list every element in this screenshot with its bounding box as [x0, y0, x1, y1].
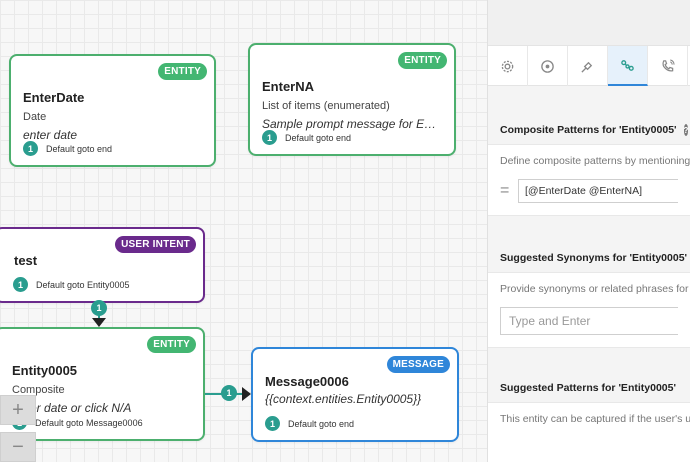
- tab-voice[interactable]: [648, 46, 688, 86]
- default-goto[interactable]: Default goto end: [285, 132, 352, 143]
- node-prompt: enter date: [23, 128, 78, 142]
- properties-panel: Composite Patterns for 'Entity0005' ? De…: [487, 0, 690, 462]
- node-type: Composite: [12, 384, 65, 396]
- zoom-out-button[interactable]: −: [0, 432, 36, 462]
- connector-badge[interactable]: 1: [221, 385, 237, 401]
- tab-settings[interactable]: [488, 46, 528, 86]
- pattern-row: = [@EnterDate @EnterNA]: [500, 179, 678, 203]
- node-prompt: {{context.entities.Entity0005}}: [265, 392, 422, 406]
- node-footer: 1 Default goto Entity0005: [13, 277, 130, 292]
- suggested-patterns-title: Suggested Patterns for 'Entity0005': [488, 374, 690, 402]
- default-goto[interactable]: Default goto Message0006: [35, 417, 143, 428]
- node-title: Message0006: [265, 374, 349, 389]
- panel-tabs: [488, 46, 690, 86]
- arrow-down-icon: [92, 318, 106, 327]
- node-type: Date: [23, 111, 47, 123]
- node-title: test: [14, 253, 38, 268]
- node-footer: 1 Default goto end: [265, 416, 354, 431]
- composite-pattern-input[interactable]: [@EnterDate @EnterNA]: [518, 179, 678, 203]
- phone-icon: [662, 58, 675, 71]
- composite-patterns-section: Define composite patterns by mentioning …: [488, 144, 690, 216]
- suggested-synonyms-section: Provide synonyms or related phrases for …: [488, 272, 690, 348]
- node-message0006[interactable]: MESSAGE Message0006 {{context.entities.E…: [251, 347, 459, 442]
- transition-number: 1: [13, 277, 28, 292]
- entity-badge: ENTITY: [158, 63, 207, 80]
- node-enterdate[interactable]: ENTITY EnterDate Date enter date 1 Defau…: [9, 54, 216, 167]
- panel-spacer: [488, 348, 690, 374]
- node-title: Entity0005: [12, 363, 78, 378]
- node-test-intent[interactable]: USER INTENT test 1 Default goto Entity00…: [0, 227, 205, 303]
- share-nodes-icon: [621, 59, 634, 71]
- node-type: List of items (enumerated): [262, 100, 390, 112]
- user-intent-badge: USER INTENT: [115, 236, 196, 253]
- tab-connections[interactable]: [568, 46, 608, 86]
- message-badge: MESSAGE: [386, 356, 450, 373]
- default-goto[interactable]: Default goto end: [288, 418, 355, 429]
- node-title: EnterNA: [262, 79, 315, 94]
- plug-icon: [581, 61, 593, 73]
- tab-record[interactable]: [528, 46, 568, 86]
- node-prompt: Sample prompt message for Enti...: [262, 117, 442, 131]
- default-goto[interactable]: Default goto end: [46, 143, 113, 154]
- node-footer: 1 Default goto end: [262, 130, 351, 145]
- record-icon: [541, 59, 554, 73]
- transition-number: 1: [265, 416, 280, 431]
- help-icon[interactable]: ?: [683, 124, 689, 136]
- node-title: EnterDate: [23, 90, 85, 105]
- transition-number: 1: [262, 130, 277, 145]
- arrow-right-icon: [242, 387, 251, 401]
- entity-badge: ENTITY: [147, 336, 196, 353]
- panel-spacer: [488, 86, 690, 116]
- suggested-synonyms-title: Suggested Synonyms for 'Entity0005': [488, 244, 690, 272]
- tab-composite[interactable]: [608, 46, 648, 86]
- section-title-text: Composite Patterns for 'Entity0005': [500, 124, 677, 136]
- suggested-patterns-section: This entity can be captured if the user'…: [488, 402, 690, 462]
- panel-header: [488, 0, 690, 46]
- transition-number: 1: [23, 141, 38, 156]
- node-enterna[interactable]: ENTITY EnterNA List of items (enumerated…: [248, 43, 456, 156]
- connector-badge[interactable]: 1: [91, 300, 107, 316]
- panel-spacer: [488, 216, 690, 244]
- zoom-in-button[interactable]: +: [0, 395, 36, 425]
- synonyms-description: Provide synonyms or related phrases for: [500, 283, 689, 295]
- synonym-input[interactable]: Type and Enter: [500, 307, 678, 335]
- gear-icon: [501, 60, 514, 72]
- patterns-description: This entity can be captured if the user'…: [500, 413, 690, 425]
- composite-description: Define composite patterns by mentioning: [500, 155, 690, 167]
- entity-badge: ENTITY: [398, 52, 447, 69]
- node-footer: 1 Default goto end: [23, 141, 112, 156]
- default-goto[interactable]: Default goto Entity0005: [36, 279, 130, 290]
- flow-canvas[interactable]: ENTITY EnterDate Date enter date 1 Defau…: [0, 0, 487, 462]
- composite-patterns-title: Composite Patterns for 'Entity0005' ?: [488, 116, 690, 144]
- drag-handle-icon[interactable]: =: [500, 182, 510, 199]
